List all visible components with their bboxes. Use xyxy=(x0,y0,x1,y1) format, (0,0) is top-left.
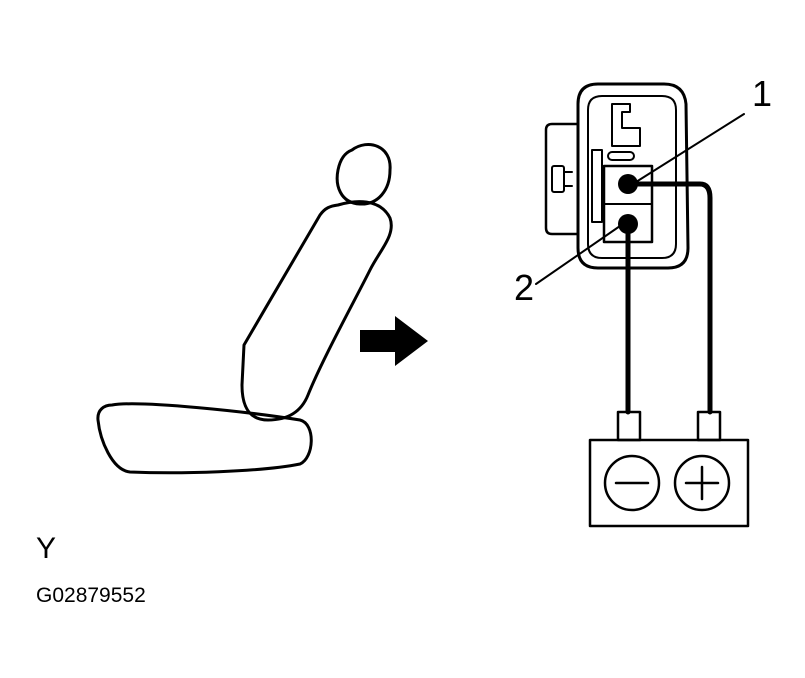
battery-neg-post xyxy=(616,410,642,442)
seat-cushion xyxy=(96,402,313,475)
figure-code: G02879552 xyxy=(36,584,146,607)
seat-icon xyxy=(96,143,393,475)
connector-latch xyxy=(551,165,565,193)
battery-negative-terminal xyxy=(603,454,661,512)
connector-side-tab xyxy=(544,122,580,236)
leader-line-1 xyxy=(635,113,745,183)
connector-body-inner xyxy=(587,95,677,259)
battery-positive-terminal xyxy=(673,454,731,512)
view-label: Y xyxy=(36,532,56,565)
battery-icon xyxy=(588,410,750,528)
arrow-right-icon xyxy=(360,316,428,366)
seat-backrest xyxy=(240,200,393,422)
connector-icon xyxy=(544,82,690,270)
battery-body xyxy=(588,438,750,528)
connector-oval-slot xyxy=(607,151,635,161)
connector-left-slot xyxy=(591,149,603,223)
callout-label-2: 2 xyxy=(514,267,534,308)
leader-line-2 xyxy=(535,225,621,285)
battery-pos-post xyxy=(696,410,722,442)
connector-body-outer xyxy=(576,82,690,270)
callout-label-1: 1 xyxy=(752,73,772,114)
seat-headrest xyxy=(335,143,392,206)
wire-positive xyxy=(625,181,713,415)
connector-key-slot xyxy=(611,103,641,147)
